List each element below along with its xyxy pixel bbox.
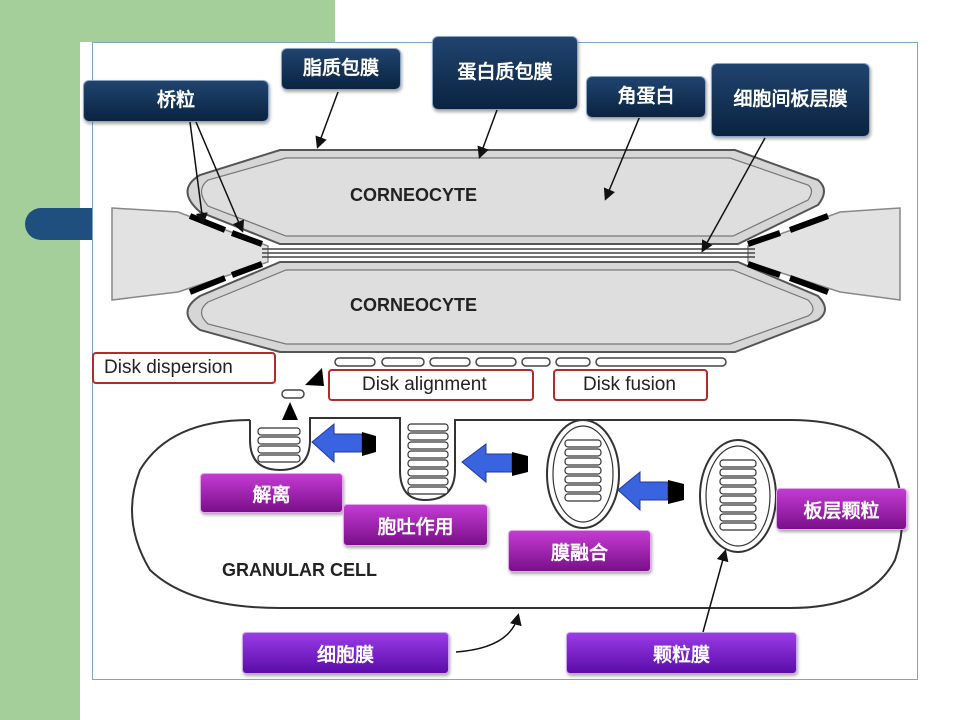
lamellar-granule-fusing: [546, 419, 620, 529]
callout-cell-membrane: 细胞膜: [242, 632, 449, 674]
dispersion-arrowhead: [305, 368, 324, 386]
lamellar-stack-pocket-1: [257, 427, 301, 463]
release-arrowhead: [282, 402, 298, 420]
exocytosis-pockets: [249, 417, 470, 502]
corneocyte-bottom: [186, 261, 826, 353]
intercellular-space: [111, 207, 901, 301]
aligned-disks: [281, 357, 727, 399]
lamellar-stack-pocket-2: [407, 423, 449, 495]
callout-dissociation: 解离: [200, 473, 343, 513]
stage-disk-fusion: Disk fusion: [553, 369, 708, 401]
callout-protein-envelope: 蛋白质包膜: [432, 36, 578, 110]
stage-disk-dispersion: Disk dispersion: [92, 352, 276, 384]
callout-granule-membrane: 颗粒膜: [566, 632, 797, 674]
granular-cell-label: GRANULAR CELL: [222, 560, 377, 580]
callout-intercellular-lamellae: 细胞间板层膜: [711, 63, 870, 137]
corneocyte-bottom-label: CORNEOCYTE: [350, 295, 478, 315]
corneocyte-top: [186, 149, 825, 245]
callout-desmosome: 桥粒: [83, 80, 269, 122]
callout-membrane-fusion: 膜融合: [508, 530, 651, 572]
callout-lamellar-granule: 板层颗粒: [776, 488, 907, 530]
side-accent-bar: [0, 0, 80, 720]
top-accent-bar: [80, 0, 335, 42]
lamellar-granule: [699, 439, 777, 553]
desmosomes: [188, 213, 830, 295]
corneocyte-top-label: CORNEOCYTE: [350, 185, 478, 205]
callout-leaders: [189, 91, 766, 653]
callout-lipid-envelope: 脂质包膜: [281, 48, 401, 90]
process-arrows: [311, 422, 684, 512]
callout-keratin: 角蛋白: [586, 76, 706, 118]
stage-disk-alignment: Disk alignment: [328, 369, 534, 401]
slide-bullet-tab: [25, 208, 97, 240]
granular-cell-membrane: [131, 419, 904, 609]
callout-exocytosis: 胞吐作用: [343, 504, 488, 546]
